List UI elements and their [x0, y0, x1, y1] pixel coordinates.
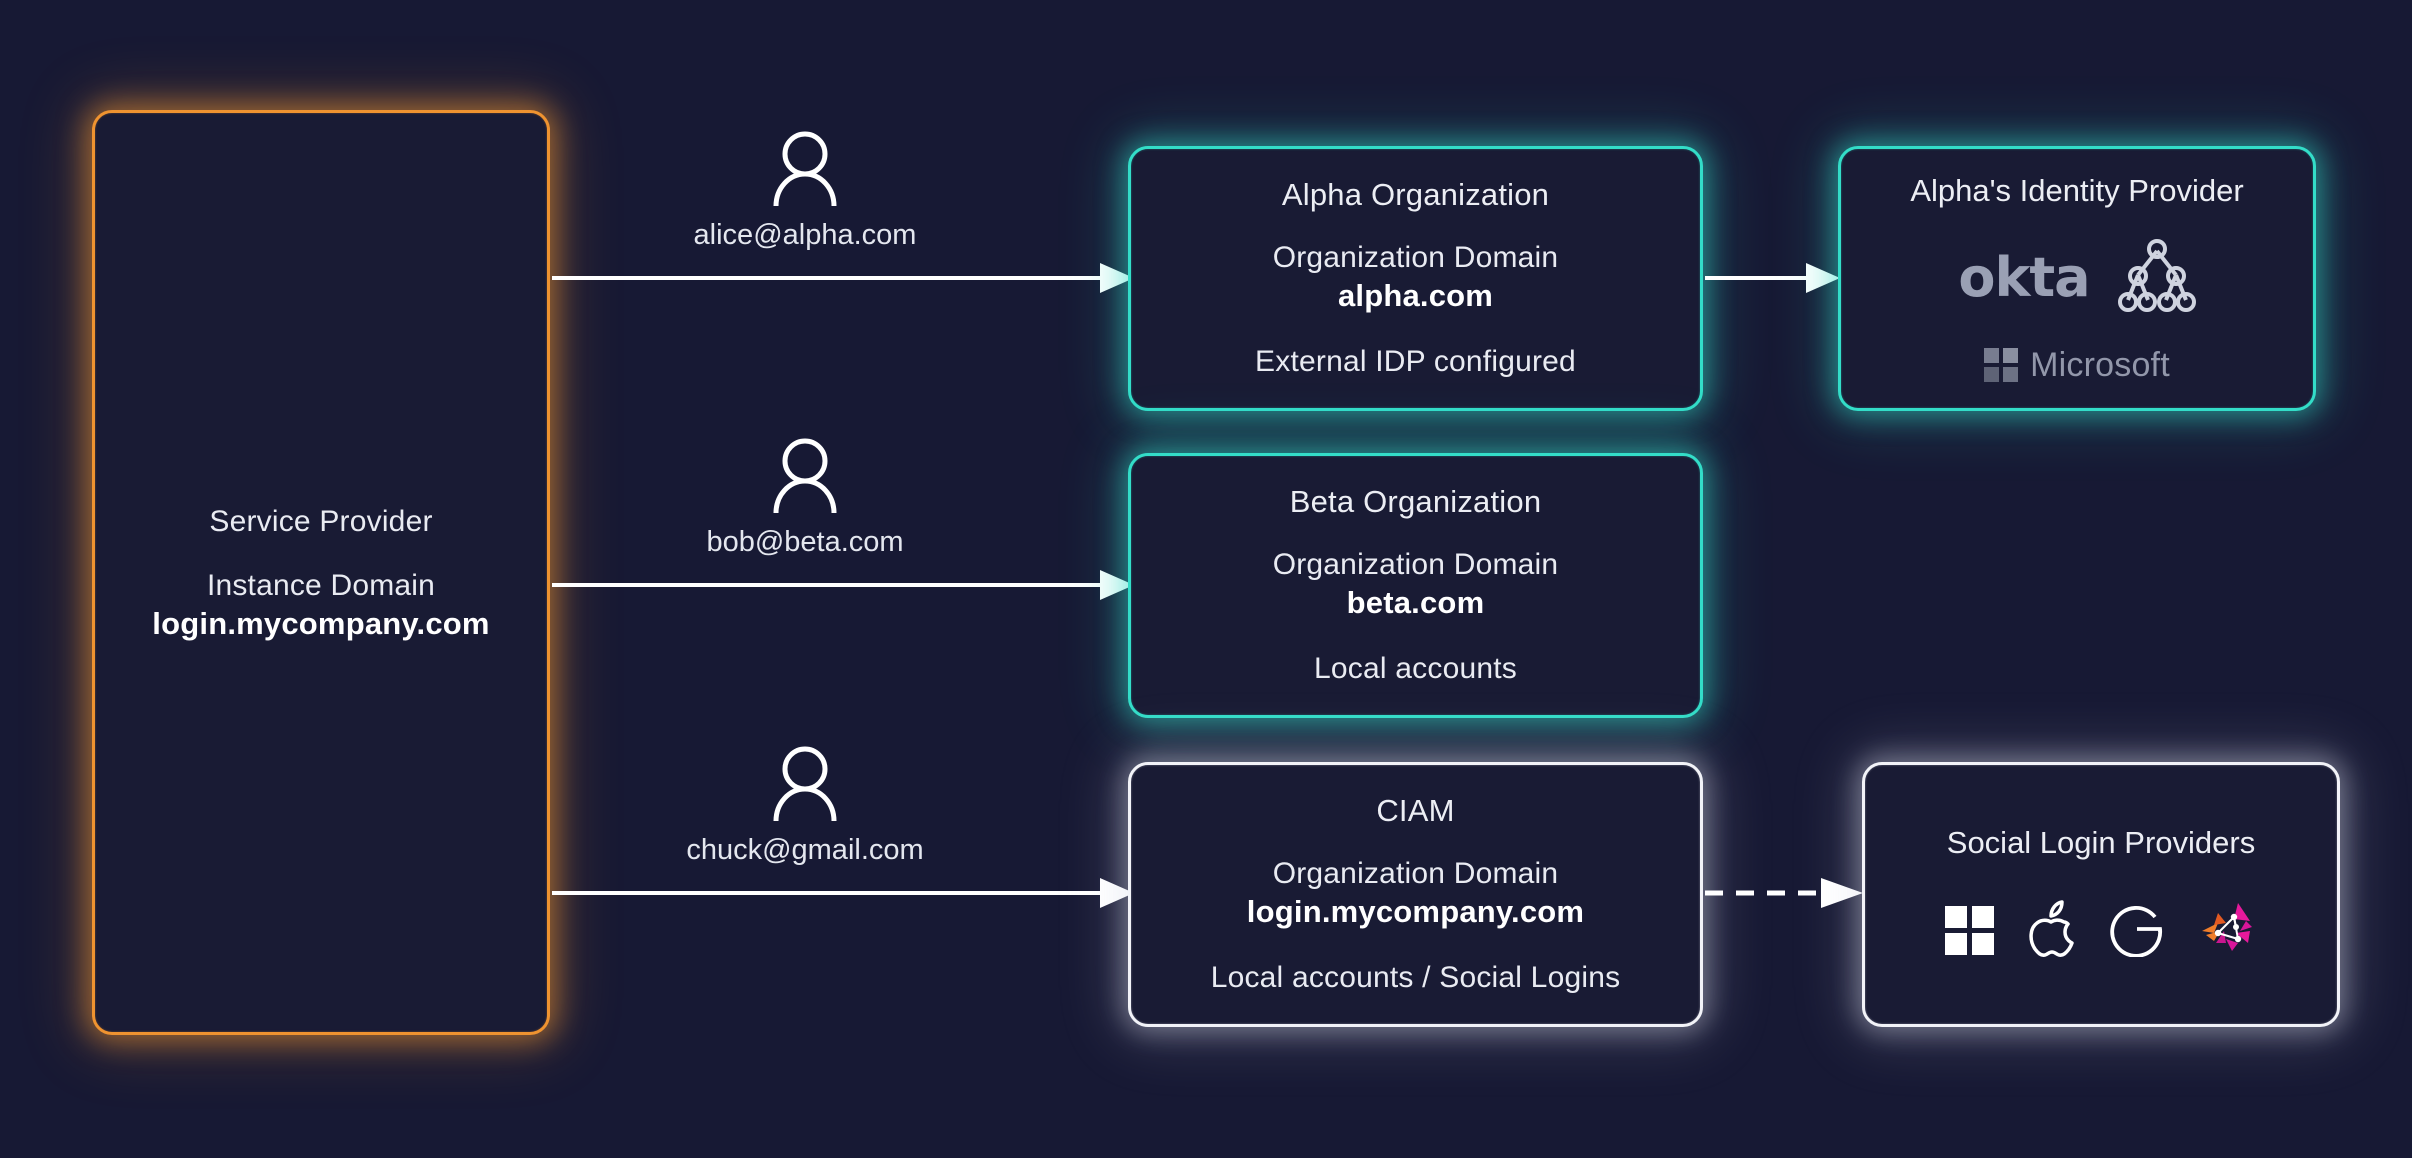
- auth0-logo-icon: [2196, 897, 2258, 964]
- org-title: Alpha Organization: [1281, 176, 1550, 212]
- person-icon: [772, 745, 838, 826]
- social-login-providers-box[interactable]: Social Login Providers: [1862, 762, 2340, 1027]
- person-icon: [772, 437, 838, 518]
- org-title: Beta Organization: [1289, 483, 1542, 519]
- service-provider-title: Service Provider: [209, 505, 433, 538]
- service-provider-box[interactable]: Service Provider Instance Domain login.m…: [92, 110, 550, 1035]
- org-domain-label: Organization Domain: [1272, 240, 1559, 274]
- arrow-ciam-to-social: [1705, 878, 1863, 908]
- microsoft-logo-icon: Microsoft: [1984, 346, 2170, 385]
- service-provider-domain-value: login.mycompany.com: [152, 606, 490, 641]
- windows-logo-icon: [1944, 906, 1994, 955]
- alpha-identity-provider-box[interactable]: Alpha's Identity Provider okta: [1838, 146, 2316, 411]
- beta-organization-box[interactable]: Beta Organization Organization Domain be…: [1128, 453, 1703, 718]
- microsoft-squares-icon: [1984, 348, 2019, 382]
- okta-logo-icon: okta: [1958, 246, 2090, 309]
- ldap-tree-icon: [2117, 237, 2196, 320]
- arrow-alice-to-alpha: [552, 263, 1134, 293]
- social-providers-title: Social Login Providers: [1946, 825, 2256, 860]
- apple-logo-icon: [2024, 898, 2078, 963]
- arrow-bob-to-beta: [552, 570, 1134, 600]
- org-auth-note: Local accounts / Social Logins: [1210, 960, 1621, 994]
- alpha-organization-box[interactable]: Alpha Organization Organization Domain a…: [1128, 146, 1703, 411]
- actor-alice: alice@alpha.com: [595, 130, 1015, 252]
- org-domain-label: Organization Domain: [1272, 547, 1559, 581]
- ciam-organization-box[interactable]: CIAM Organization Domain login.mycompany…: [1128, 762, 1703, 1027]
- microsoft-wordmark: Microsoft: [2030, 345, 2170, 384]
- google-logo-icon: [2108, 899, 2166, 962]
- org-title: CIAM: [1376, 792, 1455, 828]
- org-auth-note: External IDP configured: [1255, 344, 1576, 378]
- arrow-chuck-to-ciam: [552, 878, 1134, 908]
- actor-email: bob@beta.com: [706, 526, 904, 558]
- org-auth-note: Local accounts: [1314, 651, 1517, 685]
- actor-bob: bob@beta.com: [595, 437, 1015, 559]
- actor-chuck: chuck@gmail.com: [595, 745, 1015, 867]
- arrow-alpha-to-idp: [1705, 263, 1840, 293]
- org-domain-value: login.mycompany.com: [1246, 894, 1585, 930]
- person-icon: [772, 130, 838, 211]
- org-domain-label: Organization Domain: [1272, 856, 1559, 890]
- actor-email: chuck@gmail.com: [686, 834, 924, 866]
- org-domain-value: beta.com: [1346, 585, 1485, 621]
- org-domain-value: alpha.com: [1337, 278, 1494, 314]
- idp-title: Alpha's Identity Provider: [1910, 172, 2244, 208]
- service-provider-domain-label: Instance Domain: [206, 568, 436, 602]
- actor-email: alice@alpha.com: [693, 219, 917, 251]
